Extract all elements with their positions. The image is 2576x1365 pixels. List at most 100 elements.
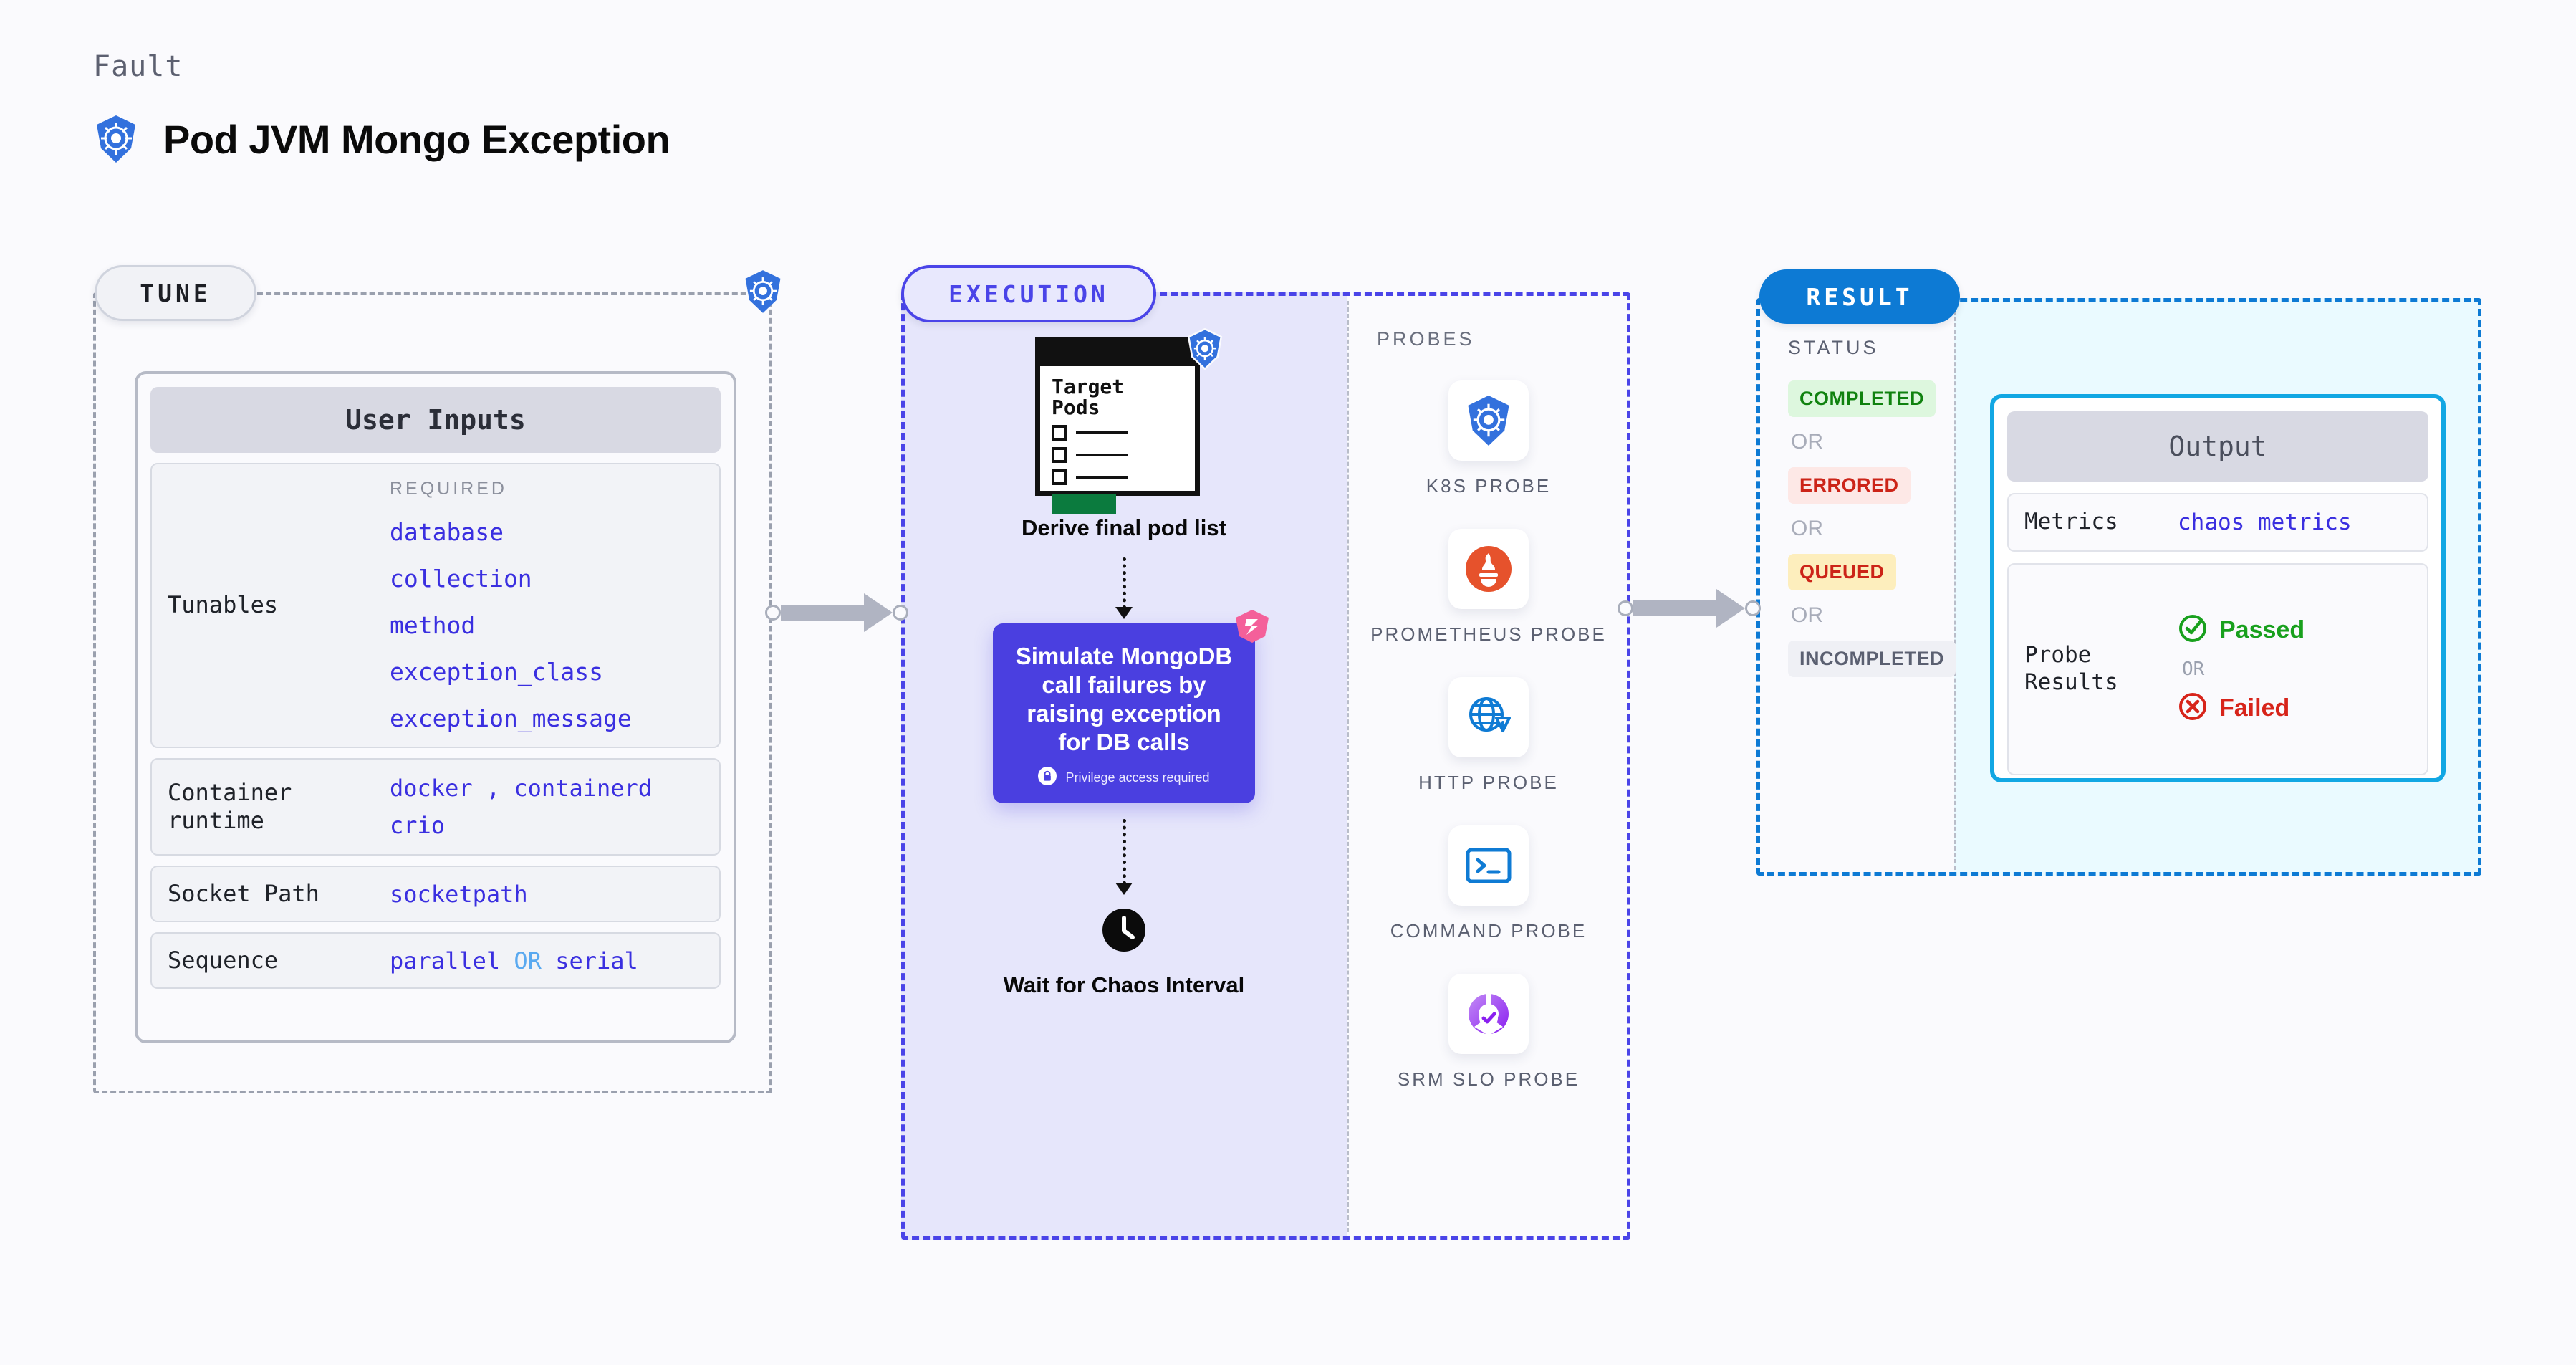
tune-tag: TUNE (95, 265, 256, 321)
container-runtime-row: Container runtime docker , containerd cr… (150, 758, 721, 856)
kubernetes-icon (93, 115, 139, 163)
metrics-label: Metrics (2024, 509, 2118, 535)
user-inputs-title: User Inputs (150, 387, 721, 453)
sequence-row: Sequence parallel OR serial (150, 932, 721, 990)
action-card-text: Simulate MongoDB call failures by raisin… (1015, 642, 1233, 755)
probe-label: PROMETHEUS PROBE (1370, 623, 1607, 646)
or-separator: OR (2182, 658, 2205, 680)
runtime-option: crio (390, 812, 446, 839)
connector-shaft (1633, 600, 1718, 616)
tunables-label: Tunables (168, 591, 279, 619)
socket-path-value: socketpath (390, 880, 528, 908)
status-badge: COMPLETED (1788, 380, 1936, 417)
flow-arrow (1115, 818, 1133, 895)
privilege-note: Privilege access required (1009, 766, 1239, 789)
runtime-option: containerd (514, 775, 653, 802)
status-badge: QUEUED (1788, 554, 1896, 590)
probe-label: SRM SLO PROBE (1397, 1068, 1580, 1091)
tunable-item: exception_class (390, 658, 604, 686)
document-titlebar (1040, 342, 1195, 366)
prometheus-icon (1448, 529, 1529, 610)
container-runtime-label: Container runtime (168, 778, 292, 834)
sequence-option: serial (555, 947, 638, 974)
metrics-row: Metrics chaos metrics (2007, 493, 2428, 552)
document-highlight-bar (1052, 493, 1116, 514)
probe-results-values: Passed OR Failed (2178, 613, 2305, 725)
document-checkbox-line (1052, 446, 1195, 463)
tunable-item: database (390, 518, 504, 546)
probe-label: K8S PROBE (1426, 475, 1552, 497)
or-separator: OR (1791, 603, 1823, 627)
action-card-simulate-mongodb: Simulate MongoDB call failures by raisin… (993, 609, 1269, 803)
required-label: REQUIRED (390, 479, 507, 499)
target-pods-icon: Target Pods (1035, 327, 1223, 514)
probe-item-k8s[interactable]: K8S PROBE (1347, 380, 1630, 499)
document-checkbox-line (1052, 469, 1195, 485)
kubernetes-icon (1448, 380, 1529, 461)
status-badge: ERRORED (1788, 467, 1911, 504)
failed-label: Failed (2219, 694, 2290, 722)
kubernetes-icon (742, 269, 784, 317)
globe-warning-icon (1448, 677, 1529, 758)
probe-item-srm-slo[interactable]: SRM SLO PROBE (1347, 974, 1630, 1092)
connector-arrowhead (1716, 589, 1745, 628)
user-inputs-card: User Inputs Tunables REQUIRED database c… (135, 371, 736, 1043)
document-title-line: Pods (1052, 396, 1100, 420)
execution-steps: Target Pods (901, 327, 1347, 998)
socket-path-label: Socket Path (168, 880, 319, 907)
flow-arrow (1115, 557, 1133, 619)
x-circle-icon (2178, 691, 2208, 725)
probe-item-prometheus[interactable]: PROMETHEUS PROBE (1347, 529, 1630, 647)
connector-dot (1745, 600, 1761, 616)
passed-label: Passed (2219, 616, 2305, 643)
probe-label: COMMAND PROBE (1390, 920, 1587, 942)
tune-region (93, 292, 772, 1093)
tunable-item: collection (390, 565, 532, 593)
clock-icon (1100, 906, 1148, 957)
probes-column: PROBES K8S PROBE (1347, 301, 1630, 1092)
step-caption-wait-interval: Wait for Chaos Interval (1003, 972, 1245, 997)
output-card: Output Metrics chaos metrics Probe Resul… (1990, 394, 2446, 782)
execution-tag: EXECUTION (901, 265, 1156, 322)
connector-arrowhead (864, 593, 893, 632)
connector-tune-to-execution (765, 593, 908, 632)
chaos-badge-icon (1234, 608, 1271, 648)
fault-kicker: Fault (93, 50, 183, 83)
probe-results-label: Probe Results (2024, 642, 2118, 695)
sequence-option: parallel (390, 947, 501, 974)
terminal-icon (1448, 825, 1529, 906)
probes-label: PROBES (1377, 328, 1475, 350)
result-region (1756, 298, 2481, 876)
probe-item-http[interactable]: HTTP PROBE (1347, 677, 1630, 795)
tunables-row: Tunables REQUIRED database collection me… (150, 463, 721, 748)
output-title: Output (2007, 411, 2428, 482)
document-title-line: Target (1052, 375, 1125, 398)
status-badge: INCOMPLETED (1788, 641, 1956, 677)
status-column: STATUS COMPLETED OR ERRORED OR QUEUED OR… (1756, 337, 1956, 677)
check-circle-icon (2178, 613, 2208, 647)
tunable-item: method (390, 611, 476, 639)
result-tag: RESULT (1759, 269, 1960, 324)
lock-icon (1038, 766, 1057, 789)
step-caption-derive-pods: Derive final pod list (1022, 515, 1226, 540)
connector-execution-to-result (1618, 589, 1761, 628)
result-output-divider (1954, 304, 1956, 870)
srm-slo-icon (1448, 974, 1529, 1055)
connector-dot (1618, 600, 1633, 616)
tunable-item: exception_message (390, 704, 632, 732)
connector-shaft (781, 605, 865, 621)
connector-dot (765, 605, 781, 621)
socket-path-row: Socket Path socketpath (150, 866, 721, 923)
document-checkbox-line (1052, 424, 1195, 441)
sequence-values: parallel OR serial (390, 947, 638, 974)
probe-item-command[interactable]: COMMAND PROBE (1347, 825, 1630, 944)
runtime-option: docker (390, 775, 473, 802)
probe-label: HTTP PROBE (1418, 772, 1559, 794)
sequence-keyword: OR (514, 947, 542, 974)
title-row: Pod JVM Mongo Exception (93, 115, 671, 163)
kubernetes-icon (1186, 327, 1224, 373)
probe-result-passed: Passed (2178, 613, 2305, 647)
execution-region (901, 292, 1630, 1240)
probe-result-failed: Failed (2178, 691, 2305, 725)
